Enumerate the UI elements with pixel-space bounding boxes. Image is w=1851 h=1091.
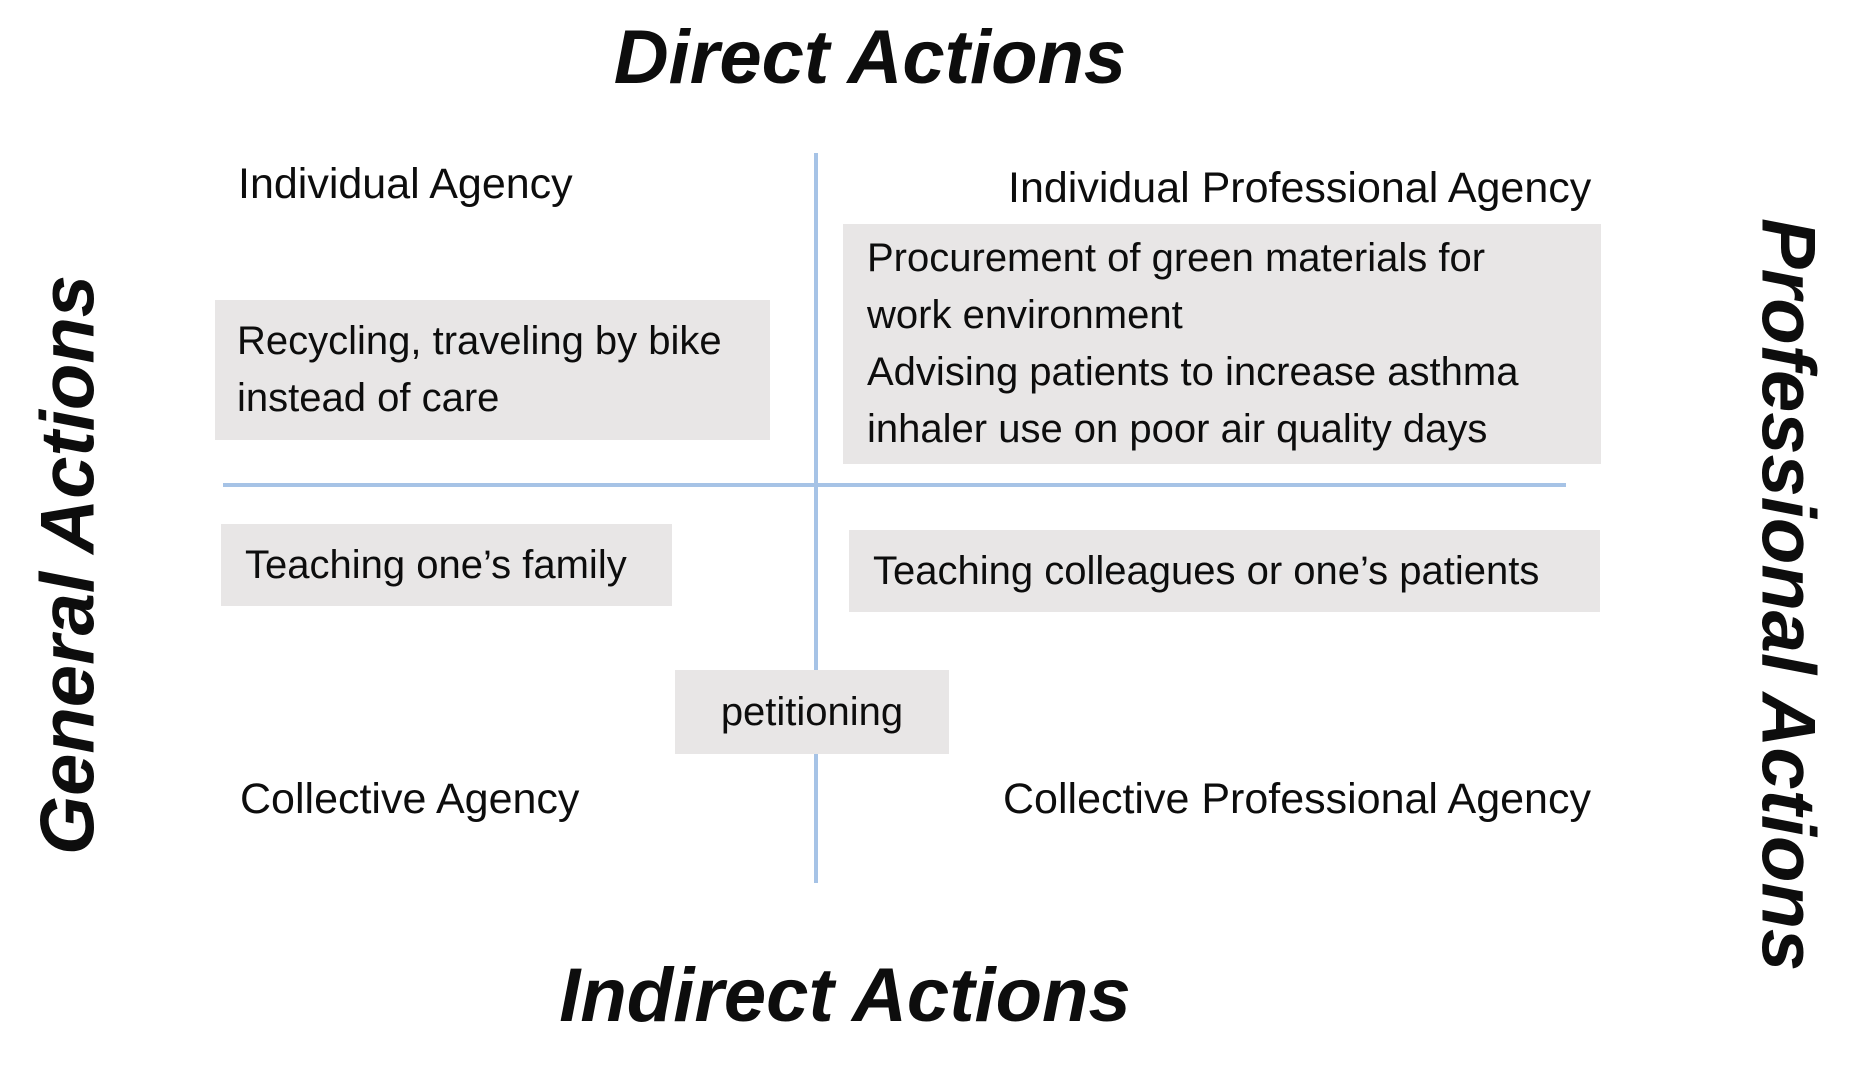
- axis-title-indirect-actions: Indirect Actions: [559, 953, 1131, 1038]
- example-box-procurement-advising: Procurement of green materials for work …: [843, 224, 1601, 464]
- axis-title-direct-actions: Direct Actions: [613, 15, 1127, 100]
- example-text-teaching-family: Teaching one’s family: [245, 542, 627, 587]
- vertical-axis-line: [814, 153, 818, 883]
- example-text-recycling: Recycling, traveling by bike instead of …: [237, 319, 722, 420]
- example-box-teaching-colleagues: Teaching colleagues or one’s patients: [849, 530, 1600, 612]
- quadrant-label-individual-agency: Individual Agency: [238, 160, 573, 208]
- quadrant-label-collective-agency: Collective Agency: [240, 775, 580, 823]
- quadrant-label-individual-professional-agency: Individual Professional Agency: [1008, 164, 1592, 212]
- example-text-petitioning: petitioning: [720, 689, 904, 734]
- example-text-procurement: Procurement of green materials for work …: [867, 236, 1486, 338]
- example-box-petitioning: petitioning: [675, 670, 949, 754]
- quadrant-label-collective-professional-agency: Collective Professional Agency: [1003, 775, 1591, 823]
- example-text-teaching-colleagues: Teaching colleagues or one’s patients: [873, 548, 1540, 593]
- example-box-teaching-family: Teaching one’s family: [221, 524, 672, 606]
- axis-title-professional-actions: Professional Actions: [1745, 218, 1831, 972]
- example-text-advising: Advising patients to increase asthma inh…: [867, 350, 1519, 451]
- axis-title-general-actions: General Actions: [25, 274, 111, 856]
- horizontal-axis-line: [223, 483, 1566, 487]
- example-box-recycling: Recycling, traveling by bike instead of …: [215, 300, 770, 440]
